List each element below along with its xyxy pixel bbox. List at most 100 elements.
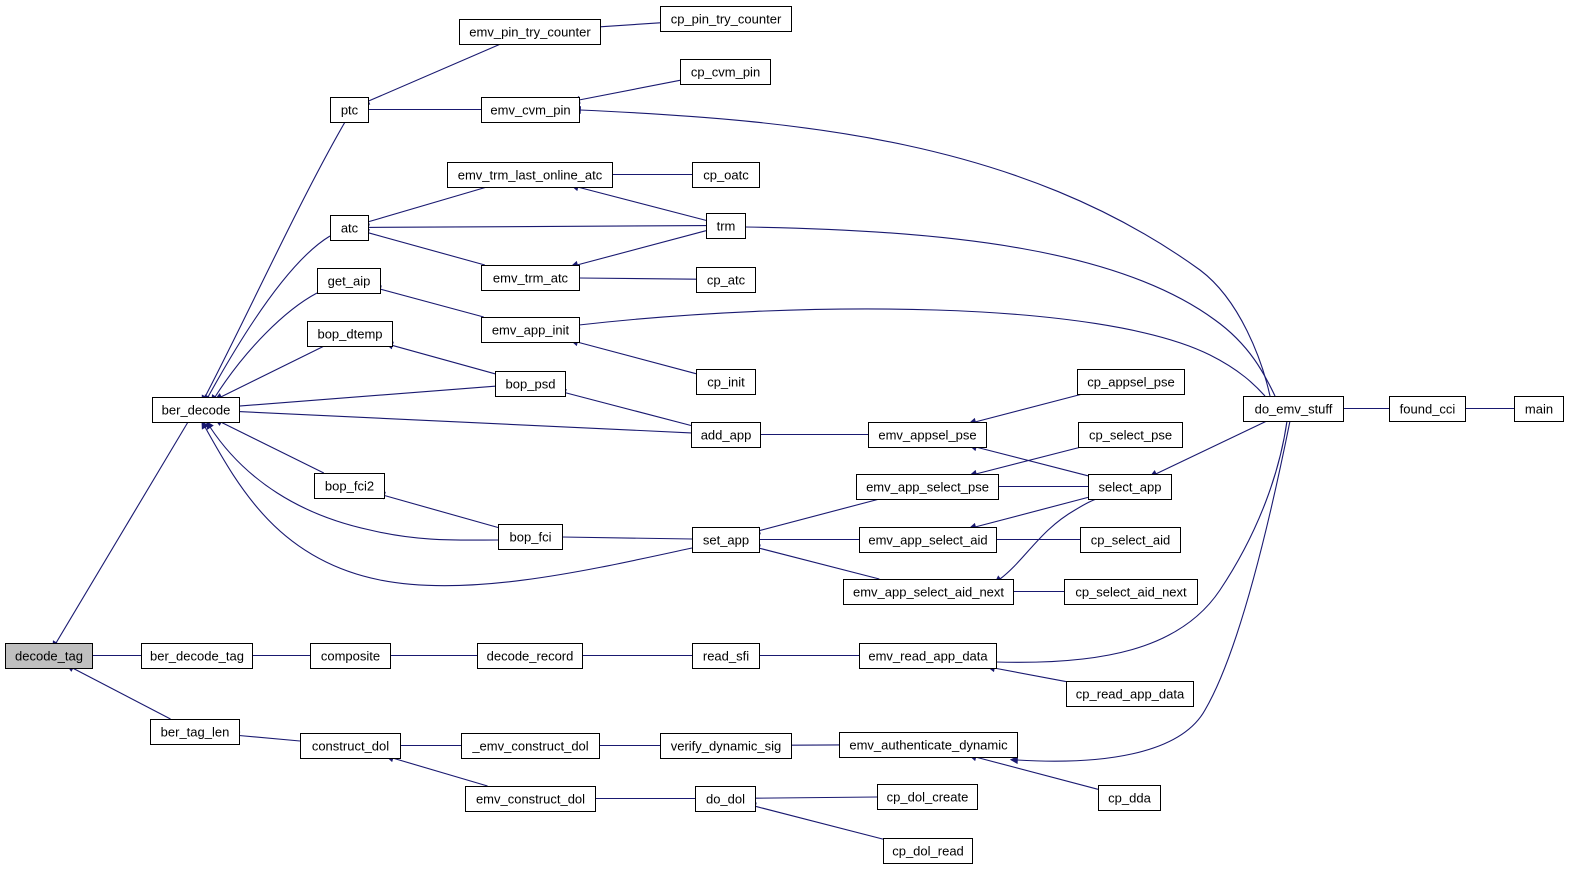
edge-cp_select_pse-to-emv_app_select_pse: [968, 446, 1082, 478]
node-cp_cvm_pin[interactable]: cp_cvm_pin: [680, 59, 771, 85]
edge-emv_trm_last_online_atc-to-atc: [361, 186, 488, 226]
node-emv_trm_atc[interactable]: emv_trm_atc: [481, 265, 580, 291]
node-bop_fci[interactable]: bop_fci: [498, 524, 563, 550]
node-cp_select_aid_next[interactable]: cp_select_aid_next: [1064, 579, 1198, 605]
node-trm[interactable]: trm: [706, 213, 746, 239]
node-read_sfi[interactable]: read_sfi: [692, 643, 760, 669]
edge-cp_dol_create-to-do_dol: [747, 794, 878, 803]
node-box: [1066, 681, 1194, 707]
node-box: [1077, 369, 1185, 395]
edge-cp_dda-to-emv_authenticate_dynamic: [968, 753, 1099, 790]
edge-add_app-to-bop_psd: [558, 388, 692, 427]
node-do_dol[interactable]: do_dol: [695, 786, 756, 812]
edge-bop_fci-to-bop_fci2: [377, 491, 499, 529]
node-box: [692, 527, 760, 553]
edge-select_app-to-emv_appsel_pse: [968, 443, 1089, 477]
node-box: [692, 643, 760, 669]
node-label: emv_construct_dol: [476, 792, 585, 807]
node-emv_read_app_data[interactable]: emv_read_app_data: [859, 643, 997, 669]
node-label: trm: [717, 219, 736, 234]
edge-trm-to-emv_trm_last_online_atc: [570, 183, 707, 221]
edge-atc-to-ber_decode: [204, 235, 331, 404]
node-composite[interactable]: composite: [310, 643, 391, 669]
node-construct_dol[interactable]: construct_dol: [300, 733, 401, 759]
node-_emv_construct_dol[interactable]: _emv_construct_dol: [461, 733, 600, 759]
node-found_cci[interactable]: found_cci: [1389, 396, 1466, 422]
node-box: [314, 473, 385, 499]
node-box: [5, 643, 93, 669]
node-emv_app_init[interactable]: emv_app_init: [481, 317, 580, 343]
node-label: ptc: [341, 103, 359, 118]
node-box: [495, 371, 566, 397]
edge-set_app-to-bop_fci: [554, 533, 693, 542]
node-add_app[interactable]: add_app: [691, 422, 761, 448]
node-label: _emv_construct_dol: [471, 739, 588, 754]
node-box: [1064, 579, 1198, 605]
node-bop_fci2[interactable]: bop_fci2: [314, 473, 385, 499]
node-box: [481, 317, 580, 343]
node-ber_decode_tag[interactable]: ber_decode_tag: [141, 643, 253, 669]
node-box: [317, 268, 381, 294]
node-select_app[interactable]: select_app: [1088, 474, 1172, 500]
node-atc[interactable]: atc: [330, 215, 369, 241]
node-box: [877, 784, 978, 810]
node-cp_init[interactable]: cp_init: [696, 369, 756, 395]
node-emv_appsel_pse[interactable]: emv_appsel_pse: [868, 422, 987, 448]
node-set_app[interactable]: set_app: [692, 527, 760, 553]
node-label: emv_trm_last_online_atc: [458, 168, 603, 183]
node-cp_select_aid[interactable]: cp_select_aid: [1080, 527, 1181, 553]
node-cp_oatc[interactable]: cp_oatc: [692, 162, 760, 188]
node-decode_record[interactable]: decode_record: [477, 643, 583, 669]
node-box: [459, 19, 601, 45]
node-cp_read_app_data[interactable]: cp_read_app_data: [1066, 681, 1194, 707]
nodes-layer: decode_tag ber_decode ber_decode_tag ber_ta…: [5, 6, 1564, 864]
node-emv_app_select_aid_next[interactable]: emv_app_select_aid_next: [843, 579, 1014, 605]
node-label: cp_dol_read: [892, 844, 964, 859]
edge-emv_app_init-to-get_aip: [373, 285, 484, 318]
node-box: [1098, 785, 1161, 811]
node-label: do_dol: [706, 792, 745, 807]
edge-do_emv_stuff-to-emv_read_app_data: [988, 420, 1288, 667]
node-box: [330, 215, 369, 241]
node-box: [696, 267, 756, 293]
node-decode_tag[interactable]: decode_tag: [5, 643, 93, 669]
node-cp_dol_create[interactable]: cp_dol_create: [877, 784, 978, 810]
node-emv_app_select_pse[interactable]: emv_app_select_pse: [856, 474, 999, 500]
node-label: cp_cvm_pin: [691, 65, 760, 80]
node-verify_dynamic_sig[interactable]: verify_dynamic_sig: [660, 733, 792, 759]
node-cp_appsel_pse[interactable]: cp_appsel_pse: [1077, 369, 1185, 395]
node-cp_dol_read[interactable]: cp_dol_read: [883, 838, 973, 864]
node-emv_app_select_aid[interactable]: emv_app_select_aid: [859, 527, 997, 553]
node-label: emv_app_select_aid_next: [853, 585, 1004, 600]
edge-do_emv_stuff-to-emv_app_init: [571, 308, 1266, 397]
node-cp_dda[interactable]: cp_dda: [1098, 785, 1161, 811]
node-cp_atc[interactable]: cp_atc: [696, 267, 756, 293]
node-emv_trm_last_online_atc[interactable]: emv_trm_last_online_atc: [447, 162, 613, 188]
edge-bop_fci-to-ber_decode: [206, 420, 499, 541]
edge-bop_psd-to-bop_dtemp: [385, 341, 496, 375]
node-main[interactable]: main: [1514, 396, 1564, 422]
node-get_aip[interactable]: get_aip: [317, 268, 381, 294]
node-bop_psd[interactable]: bop_psd: [495, 371, 566, 397]
node-ptc[interactable]: ptc: [330, 97, 369, 123]
node-cp_select_pse[interactable]: cp_select_pse: [1078, 422, 1183, 448]
node-label: found_cci: [1400, 402, 1456, 417]
node-emv_pin_try_counter[interactable]: emv_pin_try_counter: [459, 19, 601, 45]
node-emv_authenticate_dynamic[interactable]: emv_authenticate_dynamic: [839, 732, 1018, 758]
node-do_emv_stuff[interactable]: do_emv_stuff: [1243, 396, 1344, 422]
node-label: atc: [341, 221, 359, 236]
edge-emv_trm_atc-to-atc: [361, 229, 485, 266]
node-label: emv_pin_try_counter: [469, 25, 591, 40]
node-bop_dtemp[interactable]: bop_dtemp: [307, 321, 393, 347]
node-box: [498, 524, 563, 550]
edge-cp_cvm_pin-to-emv_cvm_pin: [571, 79, 681, 104]
node-ber_decode[interactable]: ber_decode: [152, 397, 240, 423]
node-ber_tag_len[interactable]: ber_tag_len: [150, 719, 240, 745]
node-cp_pin_try_counter[interactable]: cp_pin_try_counter: [660, 6, 792, 32]
node-box: [477, 643, 583, 669]
edge-do_emv_stuff-to-emv_cvm_pin: [572, 106, 1271, 397]
node-label: composite: [321, 649, 380, 664]
edge-do_emv_stuff-to-select_app: [1149, 420, 1268, 478]
node-emv_construct_dol[interactable]: emv_construct_dol: [465, 786, 596, 812]
node-emv_cvm_pin[interactable]: emv_cvm_pin: [481, 97, 580, 123]
